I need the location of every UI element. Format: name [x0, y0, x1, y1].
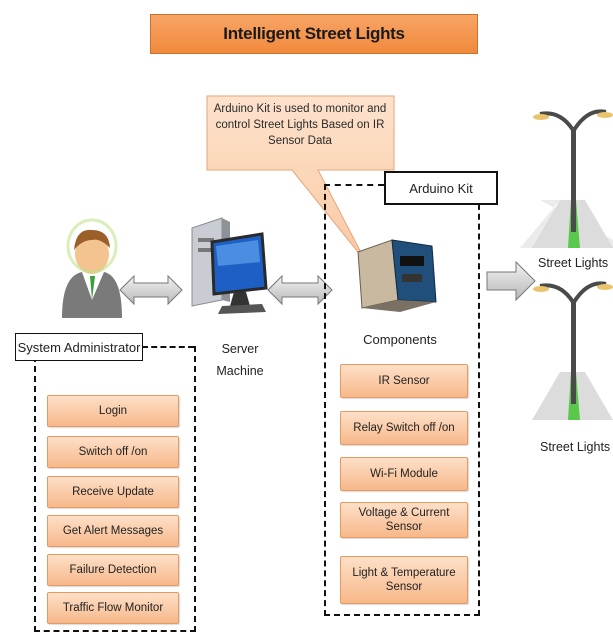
admin-function-traffic-monitor[interactable]: Traffic Flow Monitor [47, 592, 179, 624]
server-label-line2: Machine [216, 364, 264, 378]
admin-function-failure-detection[interactable]: Failure Detection [47, 554, 179, 586]
person-icon [62, 218, 122, 318]
callout-text: Arduino Kit is used to monitor and contr… [213, 103, 387, 147]
components-label: Components [363, 332, 437, 347]
street-lights-label-1: Street Lights [538, 256, 609, 270]
component-light-temperature-sensor[interactable]: Light & Temperature Sensor [340, 556, 468, 604]
double-arrow-server-arduino [267, 274, 333, 306]
admin-functions-frame [34, 346, 196, 632]
street-light-icon-1 [520, 109, 613, 248]
component-voltage-current-sensor[interactable]: Voltage & Current Sensor [340, 502, 468, 538]
component-relay-switch[interactable]: Relay Switch off /on [340, 411, 468, 445]
arduino-kit-label: Arduino Kit [384, 171, 498, 205]
street-light-icon-2 [532, 281, 613, 420]
server-label-line1: Server [221, 342, 259, 356]
arrow-to-street-lights [486, 260, 536, 302]
admin-function-alerts[interactable]: Get Alert Messages [47, 515, 179, 547]
component-wifi-module[interactable]: Wi-Fi Module [340, 457, 468, 491]
street-lights-label-2: Street Lights [540, 440, 611, 454]
double-arrow-admin-server [119, 274, 183, 306]
arduino-components-frame [324, 184, 480, 616]
admin-function-switch[interactable]: Switch off /on [47, 436, 179, 468]
server-computer-icon [191, 217, 268, 314]
system-administrator-label: System Administrator [15, 333, 143, 361]
diagram-title: Intelligent Street Lights [150, 14, 478, 54]
admin-function-receive-update[interactable]: Receive Update [47, 476, 179, 508]
admin-function-login[interactable]: Login [47, 395, 179, 427]
arduino-board-icon [357, 239, 437, 312]
component-ir-sensor[interactable]: IR Sensor [340, 364, 468, 398]
